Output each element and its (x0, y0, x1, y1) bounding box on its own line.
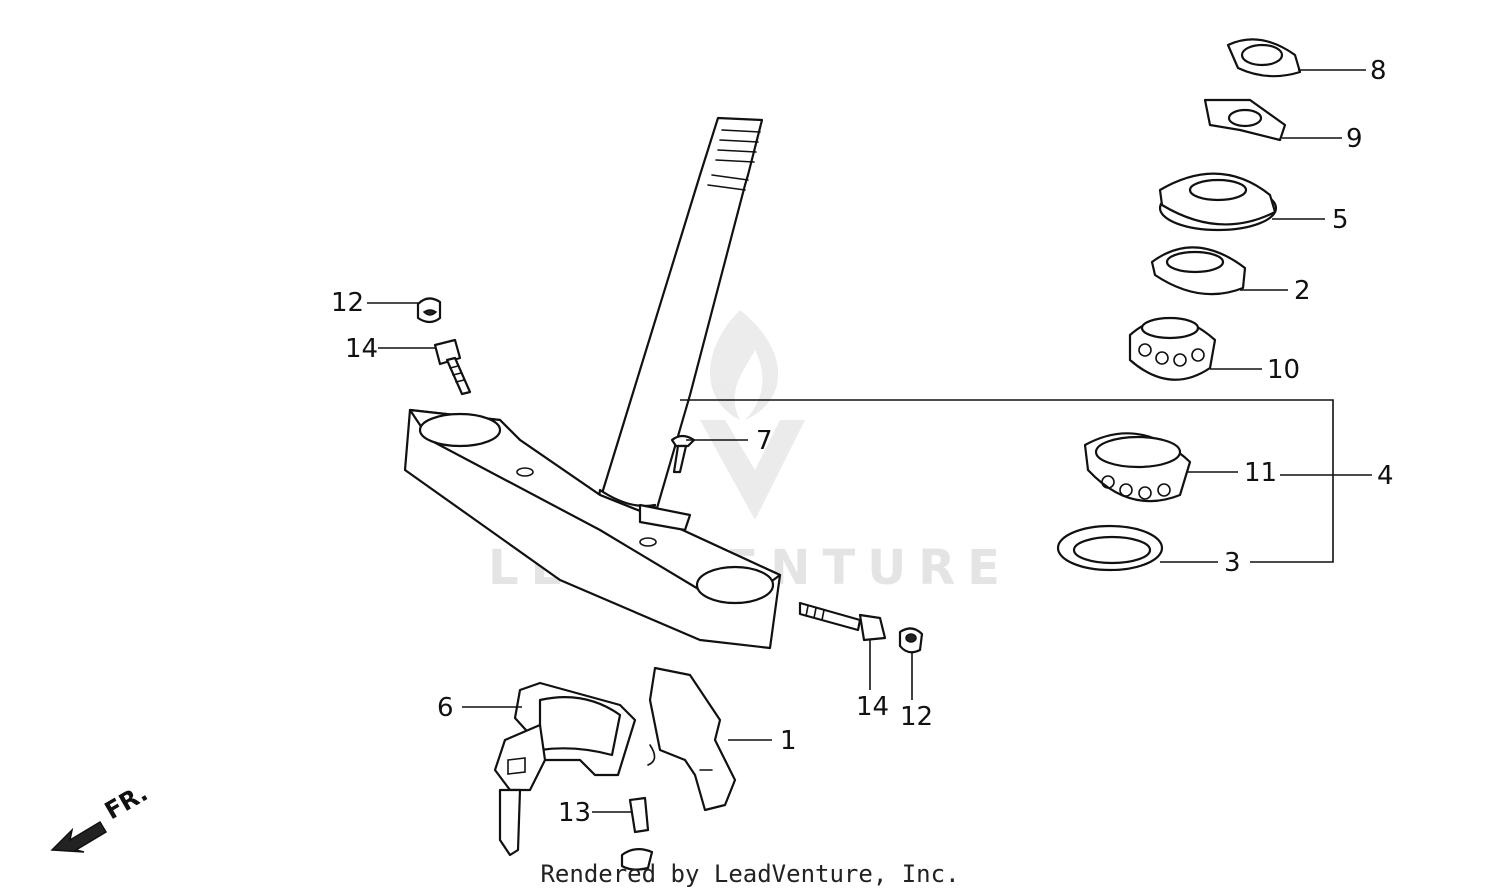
callout-5: 5 (1332, 205, 1349, 235)
front-arrow-icon (50, 820, 108, 853)
callout-1: 1 (780, 726, 797, 756)
callout-2: 2 (1294, 276, 1311, 306)
watermark-logo (700, 310, 805, 520)
ignition-switch-6 (493, 681, 637, 857)
callout-14-lower: 14 (856, 692, 890, 722)
callout-7: 7 (756, 426, 773, 456)
callout-6: 6 (437, 693, 454, 723)
callout-8: 8 (1370, 56, 1387, 86)
bottom-bridge (403, 408, 782, 650)
screw-7 (670, 434, 696, 474)
callout-13: 13 (558, 798, 592, 828)
callout-4: 4 (1377, 461, 1394, 491)
upper-inner-race-2 (1150, 246, 1247, 296)
callout-12-lower: 12 (900, 702, 934, 732)
lower-bearing-11 (1083, 432, 1192, 503)
leader-lines (367, 69, 1372, 813)
dust-seal-3 (1056, 524, 1164, 572)
bolt-13 (620, 796, 654, 871)
adjusting-nut-5 (1158, 172, 1278, 232)
nut-12-lower (898, 627, 924, 654)
callout-9: 9 (1346, 124, 1363, 154)
upper-bearing-10 (1128, 316, 1217, 381)
washer-9 (1203, 98, 1287, 142)
lock-nut-8 (1226, 38, 1302, 78)
bolt-14-lower (798, 601, 887, 642)
nut-12-upper (416, 297, 442, 324)
footer-credit: Rendered by LeadVenture, Inc. (540, 860, 960, 888)
callout-14-upper: 14 (345, 334, 379, 364)
callout-3: 3 (1224, 548, 1241, 578)
callout-11: 11 (1244, 458, 1278, 488)
callout-10: 10 (1267, 355, 1301, 385)
callout-12-upper: 12 (331, 288, 365, 318)
bolt-14-upper (433, 338, 472, 396)
bracket-1 (647, 666, 737, 812)
